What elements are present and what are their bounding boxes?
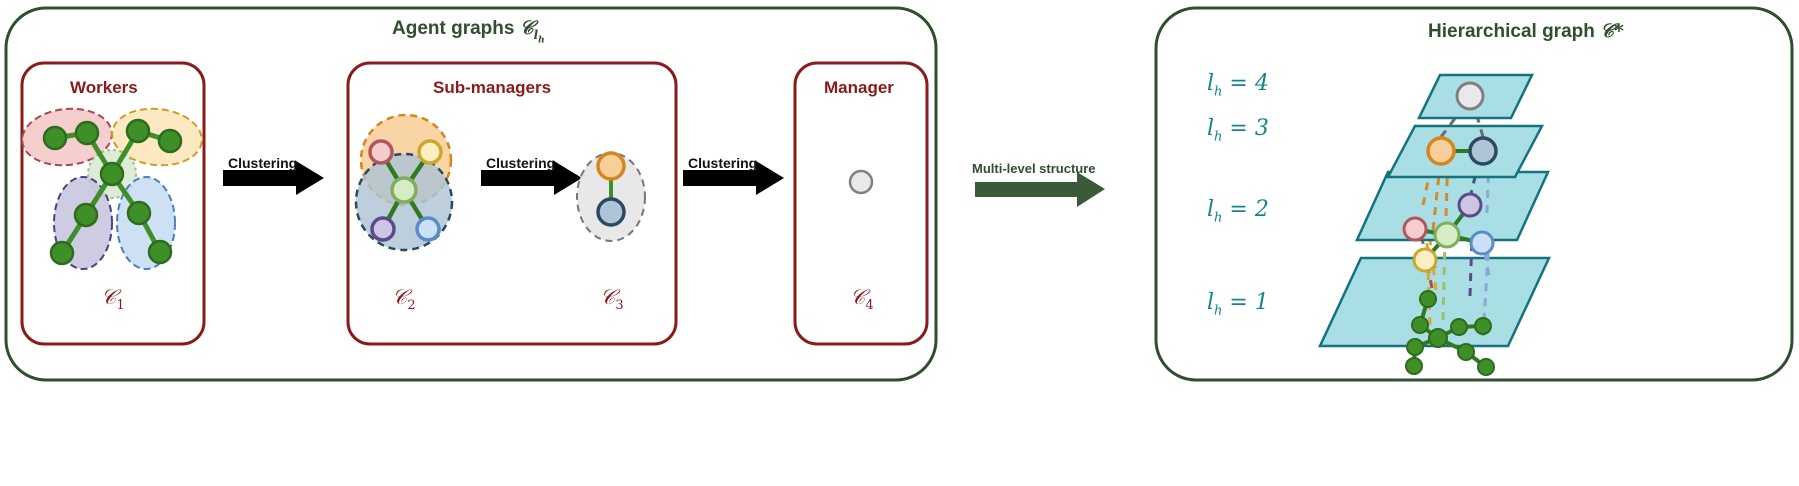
level3-plane-node-slate	[1468, 136, 1498, 166]
level3-node-orange	[596, 151, 626, 181]
hierarchical-graph-title: Hierarchical graph 𝒞*	[1428, 20, 1624, 42]
manager-node	[848, 169, 874, 195]
level1-nodes	[1405, 290, 1495, 376]
level2-node-purple	[1457, 192, 1483, 218]
submanager-node-purple	[370, 216, 396, 242]
clustering-arrow-label-3: Clustering	[688, 155, 758, 171]
worker-node	[147, 239, 173, 265]
level1-node	[1450, 318, 1468, 336]
submanager-node-blue	[415, 216, 441, 242]
submanager-node-red	[368, 139, 394, 165]
worker-node	[157, 128, 183, 154]
level3-graph-label: 𝒞3	[600, 285, 624, 314]
worker-node	[74, 120, 100, 146]
worker-node	[49, 240, 75, 266]
clustering-arrow-label-2: Clustering	[486, 155, 556, 171]
hierarchical-graph-group-box	[1154, 6, 1794, 382]
level2-node-yellow	[1412, 247, 1438, 273]
sub-managers-nodes	[368, 139, 443, 242]
level3-plane-node-orange	[1426, 136, 1456, 166]
worker-node	[42, 125, 68, 151]
level2-nodes	[1402, 192, 1495, 273]
multi-level-structure-arrow	[975, 172, 1105, 207]
workers-graph-label: 𝒞1	[101, 285, 125, 314]
level1-node	[1405, 357, 1423, 375]
level2-node-blue	[1469, 230, 1495, 256]
workers-panel-title: Workers	[70, 78, 138, 97]
clustering-arrow-label-1: Clustering	[228, 155, 298, 171]
clustering-arrow-1	[223, 161, 324, 195]
agent-graphs-group-box	[4, 6, 938, 382]
level1-node	[1411, 316, 1429, 334]
submanager-node-green	[390, 176, 418, 204]
level1-node	[1428, 328, 1448, 348]
level1-node	[1457, 343, 1475, 361]
level2-node-red	[1402, 216, 1428, 242]
level4-plane-node-grey	[1455, 81, 1485, 111]
level-label-4: lh = 4	[1207, 71, 1269, 100]
sub-managers-graph-label: 𝒞2	[392, 285, 416, 314]
clustering-arrow-3	[683, 161, 784, 195]
manager-panel-title: Manager	[824, 78, 894, 97]
level3-node-slate	[596, 197, 626, 227]
worker-node	[99, 161, 125, 187]
manager-graph-label: 𝒞4	[850, 285, 874, 314]
sub-managers-panel-title: Sub-managers	[433, 78, 552, 97]
multi-level-structure-label: Multi-level structure	[972, 161, 1096, 176]
clustering-arrow-2	[481, 161, 582, 195]
level1-node	[1477, 358, 1495, 376]
level-label-3: lh = 3	[1207, 116, 1269, 145]
level2-node-green	[1433, 221, 1461, 249]
workers-nodes	[42, 118, 183, 266]
worker-node	[125, 118, 151, 144]
level-label-1: lh = 1	[1207, 290, 1269, 319]
worker-node	[126, 200, 152, 226]
agent-graphs-title: Agent graphs 𝒞lh	[392, 17, 545, 46]
level1-node	[1406, 338, 1424, 356]
manager-panel-box	[793, 61, 929, 346]
worker-node	[73, 202, 99, 228]
level1-node	[1474, 317, 1492, 335]
level1-node	[1419, 290, 1437, 308]
level-label-2: lh = 2	[1207, 197, 1269, 226]
submanager-node-yellow	[417, 139, 443, 165]
